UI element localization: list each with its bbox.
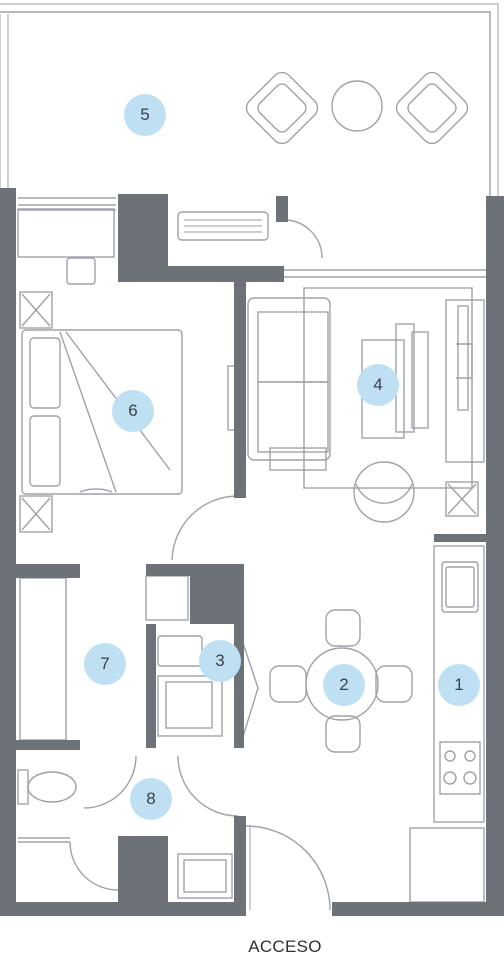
nightstand-top — [19, 291, 53, 329]
room-marker-4: 4 — [357, 364, 399, 406]
shower — [18, 837, 70, 843]
wall-kitchen — [434, 534, 486, 542]
room-marker-3: 3 — [199, 640, 241, 682]
toilet — [17, 769, 77, 805]
closet-box — [145, 575, 189, 621]
room-marker-8: 8 — [130, 778, 172, 820]
access-label: ACCESO — [248, 937, 322, 956]
bedroom-window — [18, 197, 116, 211]
room-marker-6: 6 — [112, 390, 154, 432]
wash-basin — [177, 853, 233, 899]
shower-door — [69, 841, 119, 891]
wall-entrance-post — [234, 816, 246, 910]
bath-door — [83, 755, 137, 809]
folding-door — [241, 639, 259, 741]
side-table — [445, 481, 479, 517]
armchair — [353, 461, 415, 523]
wall-bottom-right — [332, 902, 504, 916]
living-window — [284, 269, 487, 278]
kitchen-sink — [441, 561, 479, 613]
terrace-chair-left — [245, 71, 319, 145]
dining-chair-left — [269, 665, 307, 703]
wall-utility-right — [276, 196, 288, 222]
room-marker-5: 5 — [124, 94, 166, 136]
nightstand-bottom — [19, 495, 53, 533]
desk — [17, 208, 115, 258]
room-marker-7: 7 — [84, 643, 126, 685]
utility-door — [285, 219, 323, 259]
ac-unit — [177, 211, 269, 241]
wall-bedroom-living — [234, 282, 246, 498]
room-marker-2: 2 — [323, 664, 365, 706]
wall-bottom-left — [0, 902, 246, 916]
terrace-inner-line — [0, 3, 499, 196]
terrace-table — [331, 80, 383, 132]
stove — [439, 741, 481, 795]
bedroom-door — [171, 495, 237, 561]
entrance-door — [245, 825, 331, 911]
living-rug — [303, 287, 473, 489]
room-marker-1: 1 — [438, 664, 480, 706]
sofa — [247, 297, 331, 471]
wall-laundry-right-post — [234, 624, 244, 748]
desk-chair — [66, 257, 96, 285]
wall-bath-left — [118, 836, 168, 904]
wardrobe — [19, 577, 67, 741]
wall-laundry-top — [146, 564, 244, 576]
refrigerator — [409, 827, 485, 903]
hall-door — [177, 755, 239, 817]
washer — [157, 675, 223, 737]
terrace-chair-right — [395, 71, 469, 145]
wall-laundry-left — [146, 624, 156, 748]
wall-closet-bottom — [16, 740, 80, 750]
wall-right — [486, 196, 504, 910]
wall-ac-block — [118, 194, 168, 266]
dining-chair-bottom — [325, 715, 361, 753]
dining-chair-top — [325, 609, 361, 647]
wall-laundry-right — [190, 576, 244, 624]
wall-closet-top — [16, 564, 80, 578]
wall-utility — [118, 266, 284, 282]
laundry-sink — [157, 635, 203, 667]
tv-console — [445, 299, 485, 463]
bed — [21, 329, 183, 495]
dining-chair-right — [375, 665, 413, 703]
terrace-outline — [0, 11, 491, 196]
kitchen-counter — [433, 545, 485, 823]
wall-left — [0, 188, 16, 910]
terrace-rail — [0, 14, 9, 190]
